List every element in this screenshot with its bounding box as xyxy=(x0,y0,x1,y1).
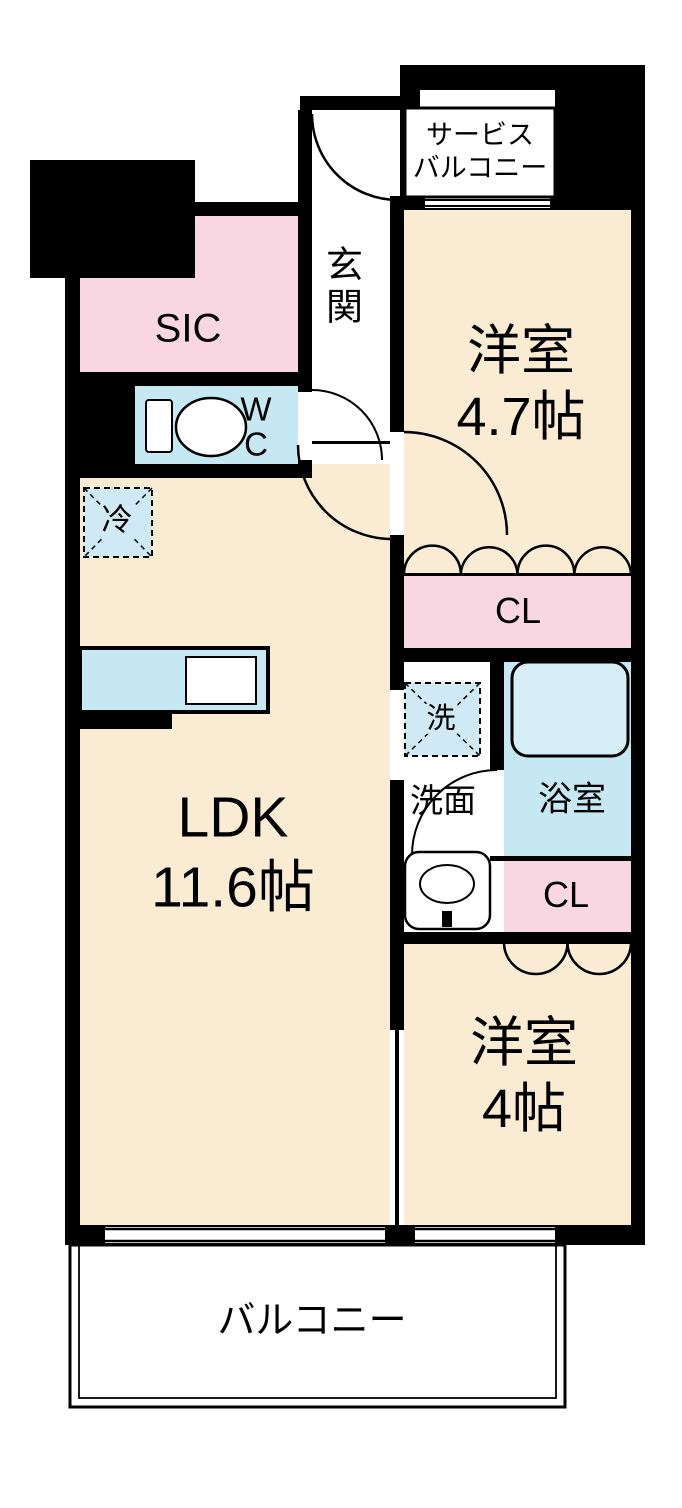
balcony-inner-rail xyxy=(78,1244,557,1399)
wall-right-outer xyxy=(631,196,645,1245)
wall-bedroom-left xyxy=(390,944,404,1030)
entry-door-arc-icon xyxy=(310,113,399,202)
wall-mid-upper xyxy=(390,196,404,432)
walls xyxy=(30,65,645,1245)
window-ldk xyxy=(105,1227,385,1243)
western-room-4-floor xyxy=(404,944,631,1225)
balcony-outline xyxy=(68,1243,567,1409)
wall-closet-lower-bottom xyxy=(390,932,645,944)
folding-door-arc-icon xyxy=(402,544,463,575)
window-service-balcony xyxy=(425,198,550,208)
folding-door-arc-icon xyxy=(502,943,569,976)
toilet-bowl xyxy=(174,396,248,458)
sic-label: SIC xyxy=(154,306,222,351)
western-room-4-label: 洋室 4帖 xyxy=(470,1013,578,1139)
wall-sic-top xyxy=(182,202,312,216)
wall-hall-left-mid xyxy=(298,202,312,392)
door-arcs xyxy=(296,113,633,976)
ldk-floor xyxy=(80,464,390,1225)
room47-door-arc-icon xyxy=(403,430,509,536)
service-balcony-label: サービス バルコニー xyxy=(412,120,548,183)
wall-hall-left-upper xyxy=(298,110,312,202)
windows xyxy=(105,198,555,1243)
washer-label: 洗 xyxy=(424,702,458,735)
wall-bath-left xyxy=(490,662,504,770)
closet-lower-floor xyxy=(504,861,631,932)
line-bath-closet-divider xyxy=(490,856,631,861)
bathroom-label: 浴室 xyxy=(538,780,606,819)
western-room-47-label: 洋室 4.7帖 xyxy=(456,321,586,447)
washroom-label: 洗面 xyxy=(410,781,476,819)
wall-wc-top xyxy=(80,372,312,386)
wall-left-outer xyxy=(65,270,80,1245)
entrance-label: 玄関 xyxy=(320,245,362,329)
folding-door-arc-icon xyxy=(459,546,519,575)
wall-washroom-b xyxy=(390,780,404,932)
wall-closet-upper-bottom xyxy=(390,648,645,662)
room-floors xyxy=(80,210,631,1225)
line-sliding-partition xyxy=(395,1030,399,1225)
bathtub-icon xyxy=(510,660,630,758)
fixtures xyxy=(78,396,630,931)
toilet-tank xyxy=(145,399,173,453)
folding-door-arc-icon xyxy=(516,544,576,575)
wall-entry-top xyxy=(300,96,412,110)
closet-upper-label: CL xyxy=(494,590,542,632)
toilet-icon xyxy=(145,396,248,458)
folding-door-arc-icon xyxy=(566,943,633,976)
wall-washroom-a xyxy=(390,662,404,690)
closet-lower-label: CL xyxy=(542,874,590,916)
ldk-door-arc-icon xyxy=(296,444,393,541)
sink-bowl xyxy=(419,864,475,904)
sink-drain xyxy=(442,911,452,927)
bath-door-arc-icon xyxy=(411,769,498,856)
service-balcony-box xyxy=(403,106,557,199)
wall-mid-closet xyxy=(390,535,404,662)
wall-wc-left-block xyxy=(80,386,135,478)
ldk-label: LDK 11.6帖 xyxy=(151,785,315,919)
kitchen-sink-icon xyxy=(185,656,257,705)
wall-pillar-topleft xyxy=(30,160,195,278)
sink-icon xyxy=(403,850,492,931)
wall-topright-block xyxy=(555,90,645,210)
balcony-label: バルコニー xyxy=(217,1299,407,1342)
wall-counter-base xyxy=(78,712,172,729)
window-bedroom xyxy=(415,1227,555,1243)
wc-door-arc-icon xyxy=(311,389,383,461)
wall-wc-bottom xyxy=(80,464,312,478)
line-closet-baseline xyxy=(404,573,631,576)
wc-label: W C xyxy=(240,390,272,462)
folding-door-arc-icon xyxy=(573,546,633,575)
line-entry-threshold xyxy=(312,441,390,444)
refrigerator-label: 冷 xyxy=(99,502,135,538)
western-room-47-floor xyxy=(404,210,631,575)
wall-top-bar xyxy=(400,65,645,90)
closet-upper-floor xyxy=(404,575,631,648)
